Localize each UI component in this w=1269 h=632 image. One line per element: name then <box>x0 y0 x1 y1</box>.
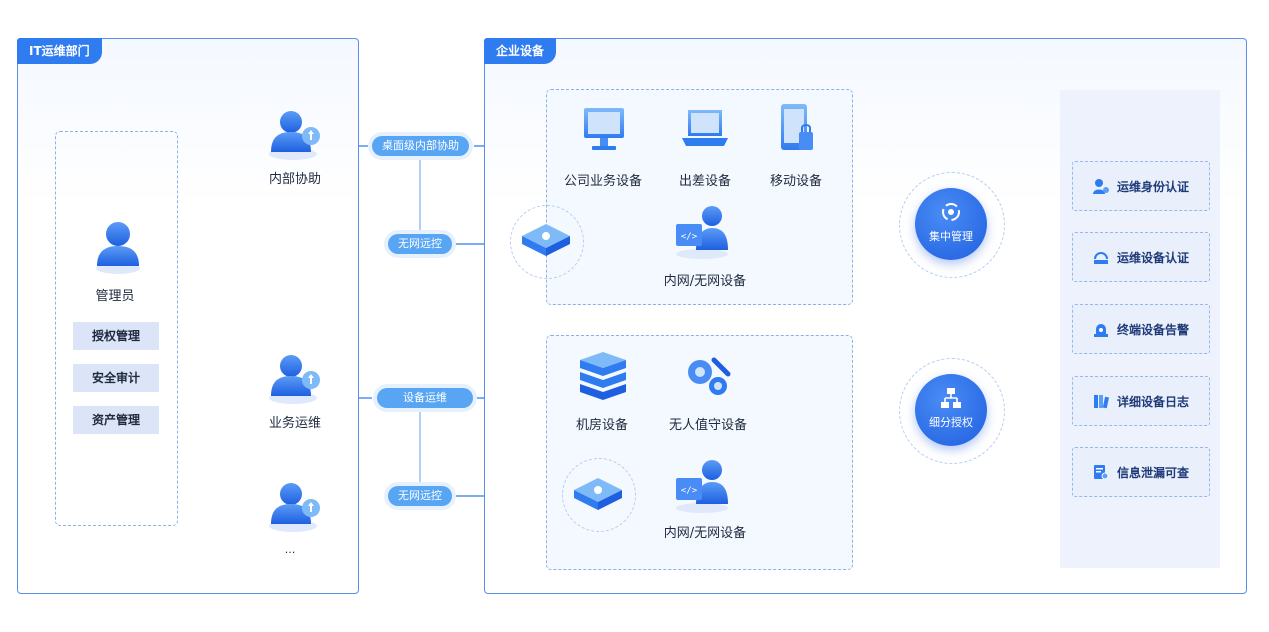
travel-device-label: 出差设备 <box>678 174 731 189</box>
feature-device-log-label: 详细设备日志 <box>1116 394 1189 409</box>
gears-icon <box>688 357 731 395</box>
intranet-device-icon-2: </> <box>676 460 728 513</box>
feature-device-auth-label: 运维设备认证 <box>1116 250 1189 265</box>
sync-icon <box>942 203 960 221</box>
role-audit[interactable]: 安全审计 <box>73 364 159 392</box>
user-internal-assist: 内部协助 <box>268 172 321 187</box>
other-user-icon <box>269 483 320 532</box>
admin-label: 管理员 <box>95 289 135 304</box>
role-authorization[interactable]: 授权管理 <box>73 322 159 350</box>
granular-halo <box>899 358 1005 464</box>
user-auth-icon <box>1092 179 1109 194</box>
intranet-label-2: 内网/无网设备 <box>663 526 747 541</box>
offline-remote-pill-1: 无网远控 <box>388 234 452 254</box>
device-auth-icon <box>1093 252 1108 264</box>
unattended-device-label: 无人值守设备 <box>668 418 747 433</box>
feature-identity-auth[interactable]: 运维身份认证 <box>1072 161 1210 211</box>
feature-device-auth[interactable]: 运维设备认证 <box>1072 232 1210 282</box>
doc-search-icon <box>1093 465 1109 480</box>
svg-text:</>: </> <box>681 232 698 242</box>
mobile-icon <box>781 104 813 150</box>
central-halo <box>899 172 1005 278</box>
intranet-device-icon-1: </> <box>676 206 728 259</box>
enterprise-devices-title: 企业设备 <box>484 38 557 64</box>
role-assets[interactable]: 资产管理 <box>73 406 159 434</box>
feature-terminal-alarm-label: 终端设备告警 <box>1116 322 1189 337</box>
feature-leak-trace-label: 信息泄漏可查 <box>1116 465 1189 480</box>
log-icon <box>1093 395 1109 409</box>
svg-text:</>: </> <box>681 486 698 496</box>
central-management-hub[interactable]: 集中管理 <box>915 188 987 260</box>
internal-assist-user-icon <box>269 111 320 160</box>
central-management-label: 集中管理 <box>929 230 973 243</box>
device-ops-pill: 设备运维 <box>377 388 473 408</box>
admin-icon <box>96 222 140 274</box>
gateway-box-icon <box>522 224 570 256</box>
hierarchy-icon <box>941 388 961 408</box>
gateway-box-icon-2 <box>574 478 622 510</box>
user-more: ... <box>284 543 296 556</box>
feature-device-log[interactable]: 详细设备日志 <box>1072 376 1210 426</box>
gateway-halo-1 <box>510 205 584 279</box>
business-ops-user-icon <box>269 355 320 404</box>
gateway-halo-2 <box>562 458 636 532</box>
desktop-assist-pill: 桌面级内部协助 <box>372 136 469 156</box>
company-device-label: 公司业务设备 <box>563 174 642 189</box>
user-business-ops: 业务运维 <box>268 416 321 431</box>
mobile-device-label: 移动设备 <box>769 174 822 189</box>
admin-box <box>55 131 178 526</box>
intranet-label-1: 内网/无网设备 <box>663 274 747 289</box>
feature-identity-auth-label: 运维身份认证 <box>1116 179 1189 194</box>
feature-terminal-alarm[interactable]: 终端设备告警 <box>1072 304 1210 354</box>
alarm-icon <box>1093 324 1108 337</box>
laptop-icon <box>682 110 728 146</box>
server-room-label: 机房设备 <box>575 418 628 433</box>
granular-auth-hub[interactable]: 细分授权 <box>915 374 987 446</box>
offline-remote-pill-2: 无网远控 <box>388 486 452 506</box>
granular-auth-label: 细分授权 <box>929 416 973 429</box>
it-ops-panel: IT运维部门 <box>17 38 359 594</box>
monitor-icon <box>584 108 624 150</box>
feature-leak-trace[interactable]: 信息泄漏可查 <box>1072 447 1210 497</box>
server-icon <box>580 352 626 400</box>
it-ops-title: IT运维部门 <box>17 38 102 64</box>
